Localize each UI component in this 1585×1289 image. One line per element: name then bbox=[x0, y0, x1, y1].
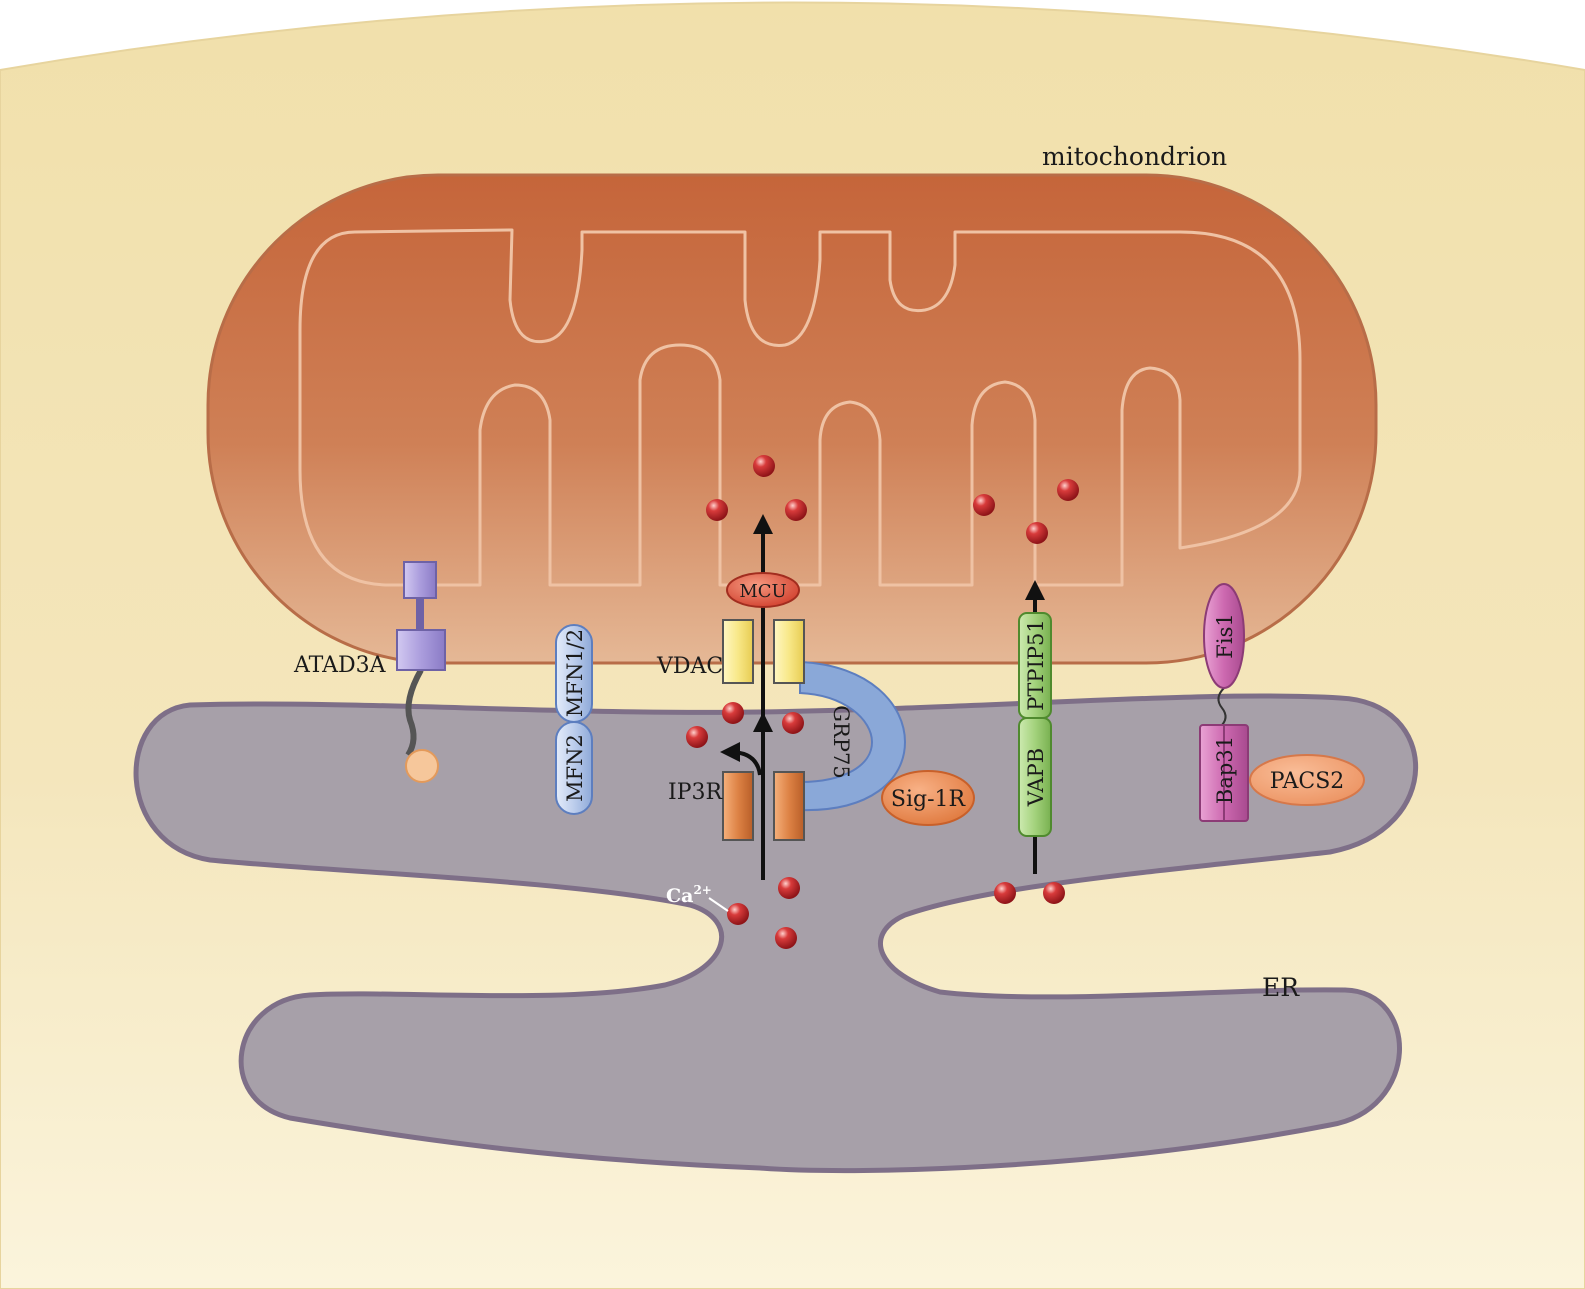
atad3a-stalk bbox=[416, 598, 424, 630]
calcium-ion bbox=[785, 499, 807, 521]
mfn2-protein bbox=[555, 721, 593, 815]
calcium-ion bbox=[782, 712, 804, 734]
mcu-protein bbox=[726, 572, 800, 608]
atad3a-protein bbox=[396, 561, 446, 783]
atad3a-anchor bbox=[405, 749, 439, 783]
vdac-channel bbox=[722, 619, 805, 684]
mitochondrion-label: mitochondrion bbox=[1042, 142, 1227, 171]
calcium-ions bbox=[686, 455, 1079, 949]
fis1-linker bbox=[1217, 687, 1227, 728]
grp75-protein bbox=[799, 660, 907, 812]
ip3r-left-subunit bbox=[722, 771, 754, 841]
fis1-bap31-complex bbox=[1199, 583, 1365, 822]
mfn-complex bbox=[555, 624, 593, 815]
calcium-ion bbox=[994, 882, 1016, 904]
calcium-ion bbox=[706, 499, 728, 521]
fis1-protein bbox=[1203, 583, 1245, 689]
ptpip51-label: PTPIP51 bbox=[1024, 619, 1048, 710]
atad3a-upper-domain bbox=[403, 561, 437, 599]
branch-flux-arrow bbox=[720, 742, 762, 776]
vdac-right-subunit bbox=[773, 619, 805, 684]
mfn12-label: MFN1/2 bbox=[563, 629, 587, 717]
ca-label-base: Ca bbox=[666, 885, 693, 907]
calcium-ion bbox=[1026, 522, 1048, 544]
calcium-ion bbox=[1043, 882, 1065, 904]
ip3r-right-subunit bbox=[773, 771, 805, 841]
vdac-left-subunit bbox=[722, 619, 754, 684]
vapb-protein bbox=[1018, 717, 1052, 837]
sig1r-protein bbox=[881, 770, 975, 826]
ip3r-channel bbox=[722, 771, 805, 841]
vdac-label: VDAC bbox=[656, 654, 723, 679]
ptpip51-vapb-complex bbox=[1018, 612, 1052, 837]
grp75-label: GRP75 bbox=[829, 705, 853, 778]
mcu-label: MCU bbox=[739, 581, 786, 602]
ca-label: Ca2+ bbox=[666, 883, 712, 907]
ca-label-pointer bbox=[708, 897, 729, 912]
ca-label-superscript: 2+ bbox=[693, 883, 711, 897]
ip3r-label: IP3R bbox=[668, 780, 723, 805]
er-label: ER bbox=[1262, 973, 1300, 1002]
mfn2-label: MFN2 bbox=[563, 734, 587, 802]
calcium-ion bbox=[727, 903, 749, 925]
calcium-ion bbox=[753, 455, 775, 477]
mitochondrion-cristae bbox=[298, 228, 1302, 587]
fis1-label: Fis1 bbox=[1213, 613, 1237, 658]
calcium-ion bbox=[686, 726, 708, 748]
calcium-ion bbox=[778, 877, 800, 899]
vapb-label: VAPB bbox=[1024, 748, 1048, 807]
calcium-ion bbox=[973, 494, 995, 516]
calcium-ion bbox=[775, 927, 797, 949]
pacs2-label: PACS2 bbox=[1270, 769, 1345, 794]
calcium-ion bbox=[1057, 479, 1079, 501]
bap31-label: Bap31 bbox=[1213, 736, 1237, 804]
endoplasmic-reticulum bbox=[133, 693, 1419, 1174]
calcium-ion bbox=[722, 702, 744, 724]
atad3a-lower-domain bbox=[396, 629, 446, 671]
atad3a-linker bbox=[405, 668, 424, 757]
pacs2-protein bbox=[1249, 754, 1365, 806]
atad3a-label: ATAD3A bbox=[293, 653, 387, 678]
sig1r-label: Sig-1R bbox=[891, 787, 967, 812]
